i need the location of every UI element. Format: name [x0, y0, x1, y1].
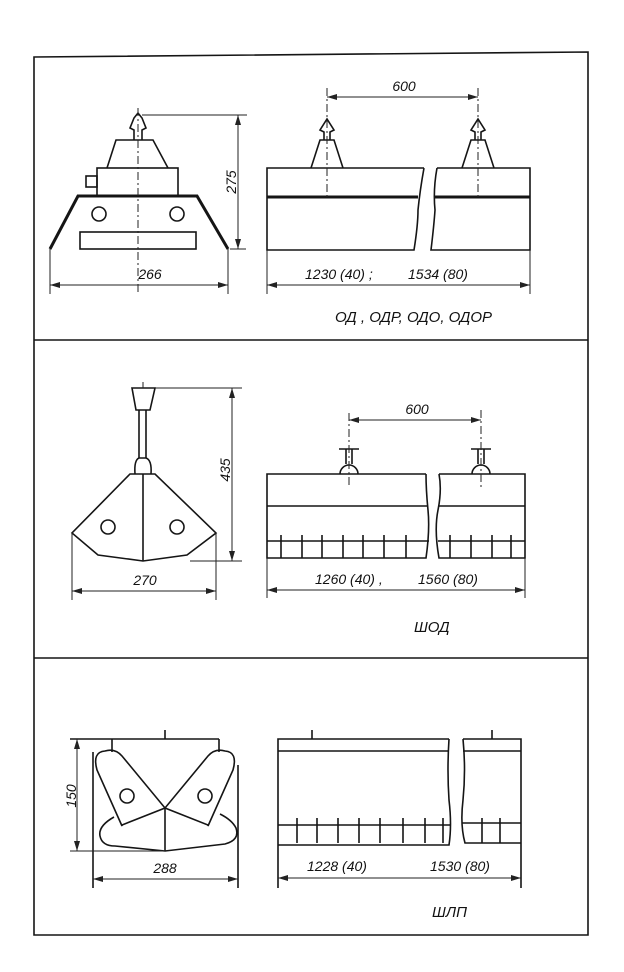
dimension-length-40: 1228 (40) [307, 858, 367, 874]
side-view: 600 1260 (40) , 1560 (80) [266, 401, 526, 598]
side-view: 1228 (40) 1530 (80) [277, 730, 522, 888]
dimension-width: 288 [152, 860, 177, 876]
front-view: 275 266 [48, 108, 247, 294]
panel-od: 275 266 600 1230 (40) ; 1534 (80) ОД , [48, 78, 531, 326]
dimension-spacing: 600 [405, 401, 429, 417]
dimension-length-80: 1534 (80) [408, 266, 468, 282]
model-label: ШЛП [432, 904, 467, 921]
side-view: 600 1230 (40) ; 1534 (80) [266, 78, 531, 294]
dimension-height: 275 [223, 170, 239, 195]
front-view: 150 288 [63, 730, 239, 888]
dimension-width: 270 [132, 572, 157, 588]
drawing-frame [33, 51, 589, 936]
front-view: 435 270 [70, 382, 242, 600]
teeth [280, 535, 512, 558]
dimension-width: 266 [137, 266, 162, 282]
dimension-length-80: 1530 (80) [430, 858, 490, 874]
panel-shlp: 150 288 1228 (40) 1530 (80) ШЛП [63, 730, 522, 921]
panel-shod: 435 270 600 1260 (40) , [70, 382, 526, 636]
dimension-spacing: 600 [392, 78, 416, 94]
model-label: ОД , ОДР, ОДО, ОДОР [335, 309, 492, 326]
dimension-length-40: 1260 (40) , [315, 571, 383, 587]
dimension-length-40: 1230 (40) ; [305, 266, 373, 282]
teeth [296, 818, 501, 843]
dimension-height: 150 [63, 784, 79, 808]
model-label: ШОД [414, 619, 450, 636]
dimension-height: 435 [217, 458, 233, 482]
dimension-length-80: 1560 (80) [418, 571, 478, 587]
